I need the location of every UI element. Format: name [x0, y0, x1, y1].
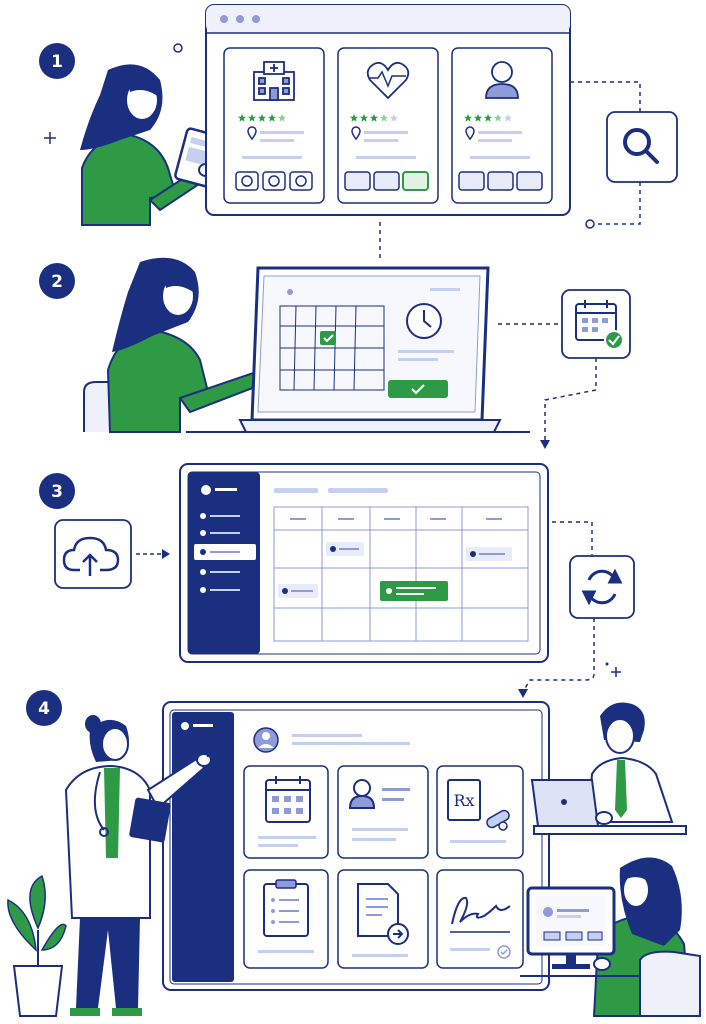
step-badge-1 [39, 43, 75, 79]
connector-dashed [570, 81, 641, 112]
provider-search-window [205, 4, 571, 216]
appointment-block[interactable] [278, 584, 318, 598]
doctor-with-tablet-illustration [64, 715, 218, 1016]
search-icon-box[interactable] [606, 111, 678, 183]
step-2: 2 [39, 257, 631, 449]
window-dot [236, 15, 244, 23]
step-badge-3 [39, 473, 75, 509]
prescription-icon: Rx [447, 779, 510, 831]
connector-dashed [544, 358, 597, 440]
sync-icon [581, 568, 623, 606]
arrow-head [518, 689, 528, 698]
calendar-check-icon-box[interactable] [561, 289, 631, 359]
connector-dashed [523, 618, 595, 691]
calendar-check-icon [575, 300, 624, 350]
arrow-head [162, 549, 170, 559]
tile-calendar[interactable] [243, 765, 329, 859]
window-dot [220, 15, 228, 23]
tile-e-signature[interactable] [436, 869, 524, 969]
step-number-4: 4 [38, 699, 50, 719]
step-1: 1 [39, 4, 678, 262]
appointment-block[interactable] [466, 547, 512, 561]
cloud-upload-icon-box[interactable] [54, 519, 132, 589]
clipboard-icon [263, 879, 309, 937]
calendar-grid[interactable] [279, 305, 385, 391]
step-number-1: 1 [51, 52, 63, 72]
connector-dashed [552, 521, 593, 556]
laptop-booking-screen [186, 266, 530, 433]
tile-prescription[interactable]: Rx [436, 765, 524, 859]
tile-document-send[interactable] [337, 869, 429, 969]
provider-card-cardiology[interactable] [337, 47, 439, 204]
provider-card-hospital[interactable] [223, 47, 325, 204]
provider-card-doctor[interactable] [451, 47, 553, 204]
appointment-block[interactable] [326, 542, 364, 556]
man-at-laptop-illustration [530, 702, 687, 835]
sidebar-nav[interactable] [194, 513, 256, 593]
patient-profile-icon [348, 779, 410, 809]
tile-clipboard[interactable] [243, 869, 329, 969]
location-pin-icon [465, 126, 475, 141]
potted-plant-illustration [7, 874, 67, 1017]
location-pin-icon [247, 126, 257, 141]
woman-at-laptop-illustration [106, 257, 288, 433]
step-4: 4 [7, 690, 701, 1017]
connector-dashed [596, 182, 641, 225]
plus-decor-icon [44, 132, 56, 144]
step-badge-2 [39, 263, 75, 299]
sync-icon-box[interactable] [569, 555, 635, 619]
window-dot [252, 15, 260, 23]
decor-dot [605, 662, 609, 666]
time-slot-buttons[interactable] [344, 171, 429, 191]
document-send-icon [357, 883, 409, 945]
calendar-icon [265, 776, 311, 823]
location-pin-icon [351, 126, 361, 141]
confirm-booking-button[interactable] [388, 380, 448, 398]
rx-label: Rx [453, 791, 474, 810]
clock-icon [406, 303, 442, 339]
sidebar [188, 472, 260, 654]
tile-patient-profile[interactable] [337, 765, 429, 859]
sidebar [172, 712, 234, 982]
plus-decor-icon [611, 667, 621, 677]
search-icon [623, 128, 659, 164]
step-number-3: 3 [51, 482, 63, 502]
decor-dot [173, 43, 183, 53]
hospital-icon [253, 61, 295, 101]
step-badge-4 [26, 690, 62, 726]
avatar [201, 485, 211, 495]
avatar [253, 727, 279, 753]
woman-at-desktop-illustration [520, 857, 701, 1017]
cloud-upload-icon [62, 536, 120, 576]
time-slot-buttons[interactable] [458, 171, 543, 191]
arrow-head [540, 440, 550, 449]
step-number-2: 2 [51, 272, 63, 292]
scheduler-app-window [179, 463, 549, 663]
step-3: 3 [39, 463, 635, 698]
signature-icon [450, 896, 511, 959]
schedule-grid[interactable] [273, 506, 529, 642]
selected-date-check-icon[interactable] [320, 331, 336, 345]
time-slot-buttons[interactable] [235, 171, 313, 191]
heart-monitor-icon [366, 61, 410, 100]
doctor-icon [485, 61, 519, 99]
decor-dot [585, 219, 595, 229]
patient-portal-dashboard: Rx [162, 701, 550, 991]
appointment-block-confirmed[interactable] [380, 581, 448, 601]
